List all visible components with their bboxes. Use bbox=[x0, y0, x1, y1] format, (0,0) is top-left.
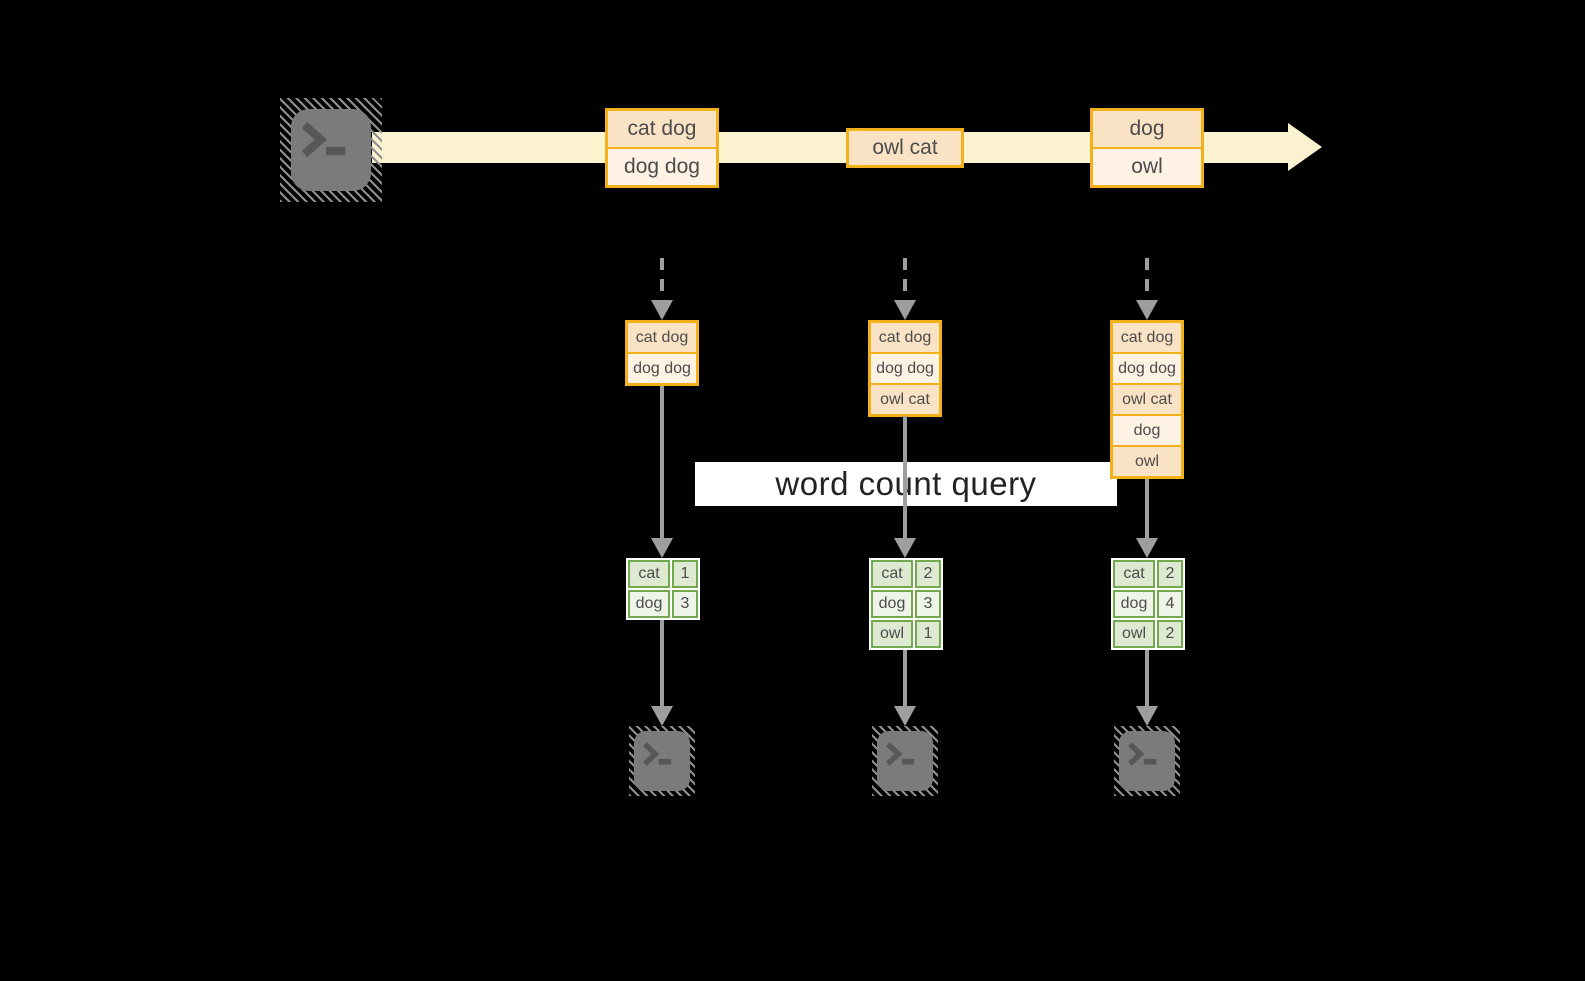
count-cell: 2 bbox=[1157, 620, 1183, 648]
count-cell: 4 bbox=[1157, 590, 1183, 618]
word-cell: dog bbox=[628, 590, 670, 618]
stream-timeline-arrowhead-icon bbox=[1288, 123, 1322, 171]
batch-cell: dog dog bbox=[1113, 352, 1181, 383]
output-flow-arrowhead-icon bbox=[1136, 706, 1158, 726]
ingest-arrowhead-icon bbox=[651, 300, 673, 320]
query-flow-arrowhead-icon bbox=[894, 538, 916, 558]
stream-event-cell: dog dog bbox=[608, 147, 716, 185]
batch-cell: owl cat bbox=[1113, 383, 1181, 414]
ingest-arrowhead-icon bbox=[894, 300, 916, 320]
stream-event-box: cat dog dog dog bbox=[605, 108, 719, 188]
terminal-prompt-icon bbox=[643, 742, 672, 766]
batch-box: cat dog dog dog owl cat bbox=[868, 320, 942, 417]
batch-cell: dog dog bbox=[871, 352, 939, 383]
batch-cell: dog dog bbox=[628, 352, 696, 383]
terminal-prompt-icon bbox=[301, 121, 346, 158]
count-cell: 1 bbox=[915, 620, 941, 648]
query-flow-arrow bbox=[660, 386, 664, 540]
sink-terminal-icon bbox=[872, 726, 938, 796]
batch-cell: cat dog bbox=[871, 323, 939, 352]
word-cell: owl bbox=[871, 620, 913, 648]
batch-cell: cat dog bbox=[628, 323, 696, 352]
batch-cell: cat dog bbox=[1113, 323, 1181, 352]
query-flow-arrow bbox=[1145, 479, 1149, 540]
batch-cell: owl bbox=[1113, 445, 1181, 476]
ingest-arrowhead-icon bbox=[1136, 300, 1158, 320]
query-flow-arrow bbox=[903, 416, 907, 540]
terminal-prompt-icon bbox=[886, 742, 915, 766]
stream-event-cell: owl cat bbox=[849, 131, 961, 165]
sink-terminal-icon bbox=[629, 726, 695, 796]
batch-cell: owl cat bbox=[871, 383, 939, 414]
query-flow-arrowhead-icon bbox=[651, 538, 673, 558]
output-flow-arrowhead-icon bbox=[894, 706, 916, 726]
count-cell: 3 bbox=[672, 590, 698, 618]
query-flow-arrowhead-icon bbox=[1136, 538, 1158, 558]
word-cell: owl bbox=[1113, 620, 1155, 648]
count-table: cat 2 dog 4 owl 2 bbox=[1111, 558, 1185, 650]
word-cell: cat bbox=[1113, 560, 1155, 588]
output-flow-arrow bbox=[1145, 650, 1149, 708]
stream-event-cell: cat dog bbox=[608, 111, 716, 147]
batch-cell: dog bbox=[1113, 414, 1181, 445]
count-table: cat 2 dog 3 owl 1 bbox=[869, 558, 943, 650]
batch-box: cat dog dog dog owl cat dog owl bbox=[1110, 320, 1184, 479]
ingest-arrow bbox=[660, 258, 664, 300]
count-cell: 2 bbox=[915, 560, 941, 588]
stream-event-cell: owl bbox=[1093, 147, 1201, 185]
stream-event-box: dog owl bbox=[1090, 108, 1204, 188]
terminal-prompt-icon bbox=[1128, 742, 1157, 766]
count-cell: 2 bbox=[1157, 560, 1183, 588]
ingest-arrow bbox=[903, 258, 907, 300]
output-flow-arrow bbox=[660, 620, 664, 708]
word-cell: dog bbox=[1113, 590, 1155, 618]
output-flow-arrow bbox=[903, 650, 907, 708]
stream-source-terminal-icon bbox=[280, 98, 382, 202]
word-cell: cat bbox=[628, 560, 670, 588]
stream-event-box: owl cat bbox=[846, 128, 964, 168]
count-cell: 3 bbox=[915, 590, 941, 618]
batch-box: cat dog dog dog bbox=[625, 320, 699, 386]
word-cell: dog bbox=[871, 590, 913, 618]
count-table: cat 1 dog 3 bbox=[626, 558, 700, 620]
word-cell: cat bbox=[871, 560, 913, 588]
ingest-arrow bbox=[1145, 258, 1149, 300]
stream-event-cell: dog bbox=[1093, 111, 1201, 147]
sink-terminal-icon bbox=[1114, 726, 1180, 796]
output-flow-arrowhead-icon bbox=[651, 706, 673, 726]
count-cell: 1 bbox=[672, 560, 698, 588]
